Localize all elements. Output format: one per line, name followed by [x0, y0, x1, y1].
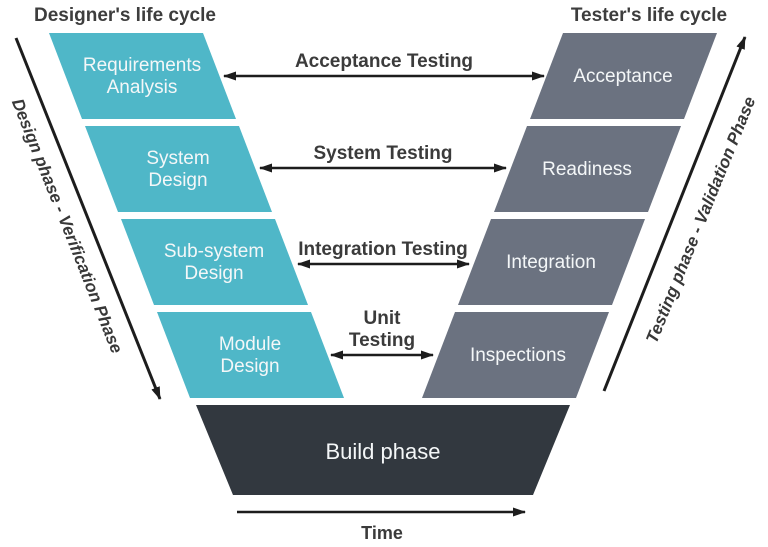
test-stage-readiness-label: Readiness — [542, 159, 632, 180]
connector-acceptance-testing: Acceptance Testing — [223, 51, 545, 81]
test-stage-acceptance-shape — [530, 33, 717, 119]
connector-acceptance-testing-label: Acceptance Testing — [295, 51, 473, 72]
design-stage-system-design-label: System — [146, 148, 209, 169]
design-stage-requirements-analysis-label: Analysis — [107, 77, 178, 98]
connector-unit-testing-label: Unit — [364, 308, 402, 329]
design-stage-subsystem-design-shape — [121, 219, 308, 305]
design-stage-system-design-shape — [85, 126, 272, 212]
design-stage-requirements-analysis-shape — [49, 33, 236, 119]
design-stage-system-design-label: Design — [148, 170, 207, 191]
connector-unit-testing-label: Testing — [349, 330, 415, 351]
design-stage-module-design-shape — [157, 312, 344, 398]
test-stage-acceptance-label: Acceptance — [573, 66, 672, 87]
test-stage-acceptance: Acceptance — [530, 33, 717, 119]
build-phase-shape — [196, 405, 570, 495]
connector-system-testing-label: System Testing — [313, 143, 452, 164]
tester-lifecycle-title: Tester's life cycle — [571, 5, 727, 26]
test-stage-readiness: Readiness — [494, 126, 681, 212]
test-stage-readiness-shape — [494, 126, 681, 212]
design-stage-requirements-analysis: Requirements Analysis — [49, 33, 236, 119]
designer-lifecycle-title: Designer's life cycle — [34, 5, 216, 26]
design-stage-module-design-label: Design — [220, 356, 279, 377]
connector-integration-testing: Integration Testing — [297, 239, 470, 269]
design-stage-system-design: System Design — [85, 126, 272, 212]
design-stage-subsystem-design: Sub-system Design — [121, 219, 308, 305]
design-stage-requirements-analysis-label: Requirements — [83, 55, 201, 76]
design-stage-subsystem-design-label: Sub-system — [164, 241, 264, 262]
test-stage-inspections-label: Inspections — [470, 345, 566, 366]
test-stage-inspections: Inspections — [422, 312, 609, 398]
test-stage-inspections-shape — [422, 312, 609, 398]
verification-axis-arrow — [14, 37, 162, 400]
design-stage-subsystem-design-label: Design — [184, 263, 243, 284]
time-axis: Time — [237, 507, 526, 543]
connector-integration-testing-label: Integration Testing — [298, 239, 468, 260]
design-stage-module-design: Module Design — [157, 312, 344, 398]
test-stage-integration-label: Integration — [506, 252, 596, 273]
test-stage-integration: Integration — [458, 219, 645, 305]
validation-axis-arrow — [602, 36, 747, 392]
time-axis-label: Time — [361, 523, 403, 543]
design-stage-module-design-label: Module — [219, 334, 281, 355]
build-phase: Build phase — [196, 405, 570, 495]
connector-unit-testing: Unit Testing — [330, 308, 434, 360]
build-phase-label: Build phase — [326, 439, 441, 464]
test-stage-integration-shape — [458, 219, 645, 305]
connector-system-testing: System Testing — [259, 143, 507, 173]
